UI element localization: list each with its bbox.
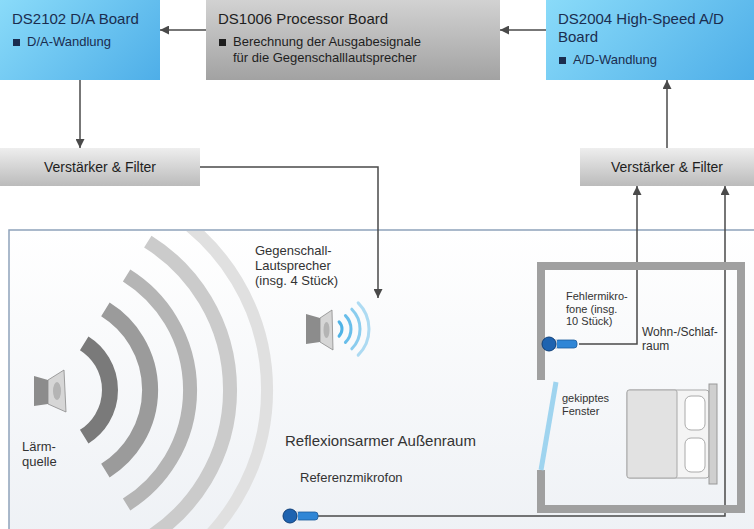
room: Fehlermikro- fone (insg. 10 Stück) Wohn-/… (537, 262, 745, 513)
speaker-cone (324, 322, 330, 338)
node-label: Fehlermikro- fone (insg. 10 Stück) (566, 290, 630, 328)
signal-connector (79, 80, 81, 148)
anti-noise-speaker: Gegenschall- Lautsprecher (insg. 4 Stück… (300, 298, 390, 360)
node-label: Reflexionsarmer Außenraum (285, 432, 525, 449)
anti-noise-wave (345, 316, 351, 343)
speaker-side (34, 376, 48, 406)
processor-box: DS1006 Processor BoardBerechnung der Aus… (206, 0, 500, 80)
bed-pillow (685, 396, 705, 430)
microphone-icon (282, 506, 320, 526)
microphone-head (542, 337, 556, 351)
node-label: Wohn-/Schlaf- raum (642, 326, 722, 354)
speaker-side (306, 314, 320, 344)
room-wall (541, 266, 741, 509)
bullet-square (559, 57, 566, 64)
microphone-body (296, 512, 318, 520)
bed-headboard (709, 384, 717, 484)
signal-connector (500, 29, 546, 31)
noise-waves (84, 231, 267, 529)
outdoor-region: Lärm- quelle Gegenschall- Lautsprecher (i… (8, 230, 754, 529)
sound-wave (127, 276, 190, 505)
box-body: D/A-Wandlung (27, 34, 111, 50)
box-title: DS2102 D/A Board (12, 10, 148, 28)
anti-noise-wave (352, 309, 360, 349)
error-microphone: Fehlermikro- fone (insg. 10 Stück) (541, 334, 579, 354)
microphone-body (555, 340, 577, 348)
amplifier-box: Verstärker & Filter (0, 148, 200, 186)
box-body: Berechnung der Ausgabesignale für die Ge… (233, 34, 433, 66)
sound-wave (84, 343, 110, 436)
signal-connector (666, 80, 668, 148)
board-box: DS2102 D/A BoardD/A-Wandlung (0, 0, 160, 80)
bed-mattress (627, 390, 709, 478)
amplifier-box: Verstärker & Filter (580, 148, 754, 186)
microphone-icon (541, 334, 579, 354)
bed-pillow (685, 438, 705, 472)
signal-connector (200, 167, 378, 298)
node-label: Lärm- quelle (22, 440, 72, 470)
bullet-square (13, 39, 20, 46)
box-body: A/D-Wandlung (573, 52, 657, 68)
anti-noise-wave (358, 303, 369, 355)
board-box: DS2004 High-Speed A/D BoardA/D-Wandlung (546, 0, 754, 80)
speaker-icon (30, 366, 74, 414)
signal-connector (160, 29, 206, 31)
signal-connector (318, 186, 725, 516)
tilted-window (541, 382, 556, 470)
bed-blanket (627, 390, 677, 478)
speaker-front (48, 370, 66, 412)
box-title: DS1006 Processor Board (218, 10, 488, 28)
speaker-cone (53, 382, 61, 400)
bullet-square (219, 39, 226, 46)
node-label: Referenzmikrofon (300, 471, 430, 486)
box-title: Verstärker & Filter (611, 159, 723, 176)
reference-microphone: Referenzmikrofon (282, 506, 318, 526)
box-title: DS2004 High-Speed A/D Board (558, 10, 742, 46)
anti-noise-wave (339, 322, 342, 336)
noise-source: Lärm- quelle (30, 366, 74, 414)
box-title: Verstärker & Filter (44, 159, 156, 176)
node-label: Gegenschall- Lautsprecher (insg. 4 Stück… (255, 244, 365, 289)
window-label: gekipptes Fenster (562, 392, 620, 417)
scene-panel (9, 230, 754, 529)
speaker-icon (300, 298, 390, 360)
microphone-head (283, 509, 297, 523)
speaker-front (320, 310, 333, 350)
